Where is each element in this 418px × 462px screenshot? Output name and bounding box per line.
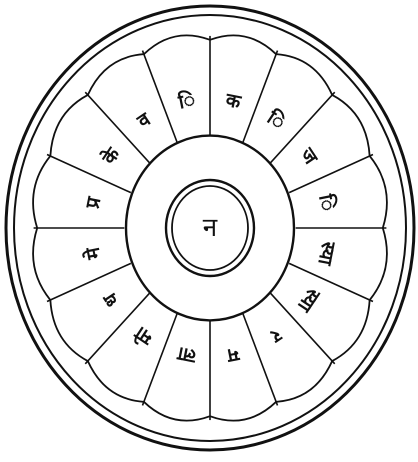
center-glyph: न (203, 213, 218, 243)
petal-outline (332, 300, 369, 361)
petal-outline (33, 228, 50, 300)
petal-glyph: ि (176, 88, 197, 114)
petal-outline (276, 54, 332, 95)
petal-glyph: ज (295, 143, 322, 169)
petal-outline (210, 35, 276, 54)
petal-outline (144, 35, 210, 54)
petal-glyph: मो (130, 321, 158, 350)
petal-outline (210, 402, 276, 421)
petal-outline (144, 402, 210, 421)
petal-glyph: र (266, 324, 287, 348)
petal-outline (370, 228, 387, 300)
petal-glyph: के (97, 142, 126, 169)
petal-glyph: मे (80, 245, 105, 262)
petal-glyph: ि (314, 191, 340, 212)
petal-outline (332, 95, 369, 156)
petal-glyph: व (133, 108, 156, 134)
petal-glyph: प्र (81, 194, 105, 211)
petal-glyph: स्या (313, 239, 340, 268)
petal-glyph: ला (175, 342, 199, 367)
petal-glyph: क (223, 89, 244, 114)
petal-glyph: स्या (293, 283, 325, 316)
petal-glyph: ि (262, 105, 289, 134)
petal-outline (88, 361, 144, 402)
petal-outline (33, 156, 50, 228)
petal-glyph: म (225, 343, 242, 367)
petal-glyph: ध (98, 288, 124, 311)
petal-outline (50, 300, 87, 361)
petal-outline (50, 95, 87, 156)
petal-outline (370, 156, 387, 228)
petal-outline (88, 54, 144, 95)
petal-outline (276, 361, 332, 402)
